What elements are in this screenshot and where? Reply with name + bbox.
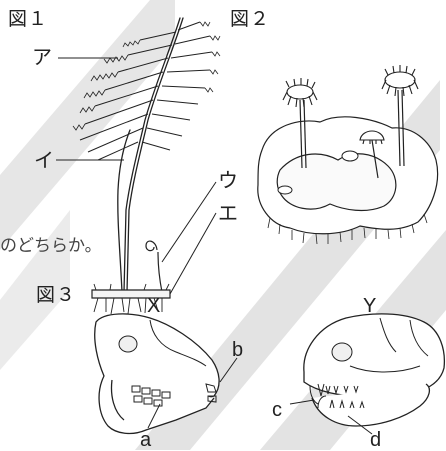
skull-label-c: c — [272, 400, 282, 420]
skull-label-d: d — [370, 430, 381, 450]
